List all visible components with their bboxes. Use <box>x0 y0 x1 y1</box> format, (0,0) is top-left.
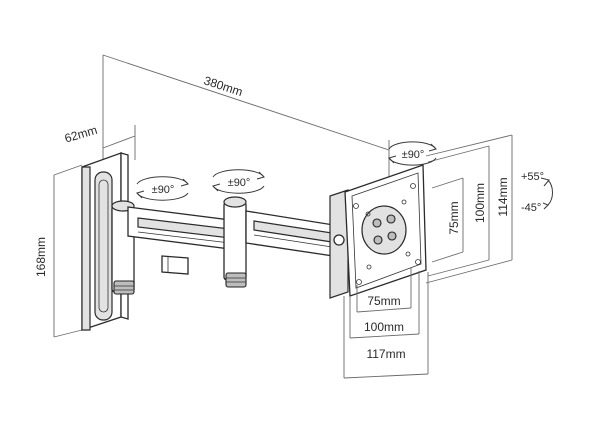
elbow-joint-rotation-label: ±90° <box>228 177 251 189</box>
tilt-up-label: +55° <box>521 171 544 183</box>
plate-height-dimension: 114mm <box>425 134 513 284</box>
vesa-horizontal-75-dimension: 75mm <box>356 268 412 313</box>
tilt-bracket <box>329 189 349 299</box>
vesa-vertical-75-dimension: 75mm <box>431 177 464 263</box>
tilt-down-label: -45° <box>521 202 541 214</box>
tilt-rotation-indicator: +55° -45° <box>521 171 553 214</box>
elbow-joint-rotation-indicator: ±90° <box>212 169 265 194</box>
vesa-horizontal-100-label: 100mm <box>364 320 404 334</box>
wall-plate-height-dimension: 168mm <box>34 164 83 338</box>
vesa-plate <box>344 164 427 297</box>
arm-length-dimension: 380mm <box>102 54 390 195</box>
vesa-vertical-75-label: 75mm <box>447 201 461 234</box>
vesa-horizontal-75-label: 75mm <box>367 294 400 308</box>
outer-arm <box>245 210 341 258</box>
elbow-joint <box>223 196 247 288</box>
plate-height-label: 114mm <box>496 177 510 216</box>
wall-plate-height-label: 168mm <box>34 237 48 277</box>
vesa-horizontal-100-dimension: 100mm <box>349 271 420 339</box>
wall-plate-width-label: 62mm <box>63 123 99 146</box>
plate-width-dimension: 117mm <box>343 272 429 379</box>
vesa-vertical-100-label: 100mm <box>473 183 487 223</box>
vesa-vertical-100-dimension: 100mm <box>427 145 490 277</box>
plate-width-label: 117mm <box>366 347 405 361</box>
head-swivel-rotation-indicator: ±90° <box>388 141 437 166</box>
inner-arm <box>127 206 239 275</box>
wall-joint-rotation-indicator: ±90° <box>136 176 189 201</box>
head-swivel-rotation-label: ±90° <box>402 149 425 161</box>
wall-joint-rotation-label: ±90° <box>152 184 175 196</box>
